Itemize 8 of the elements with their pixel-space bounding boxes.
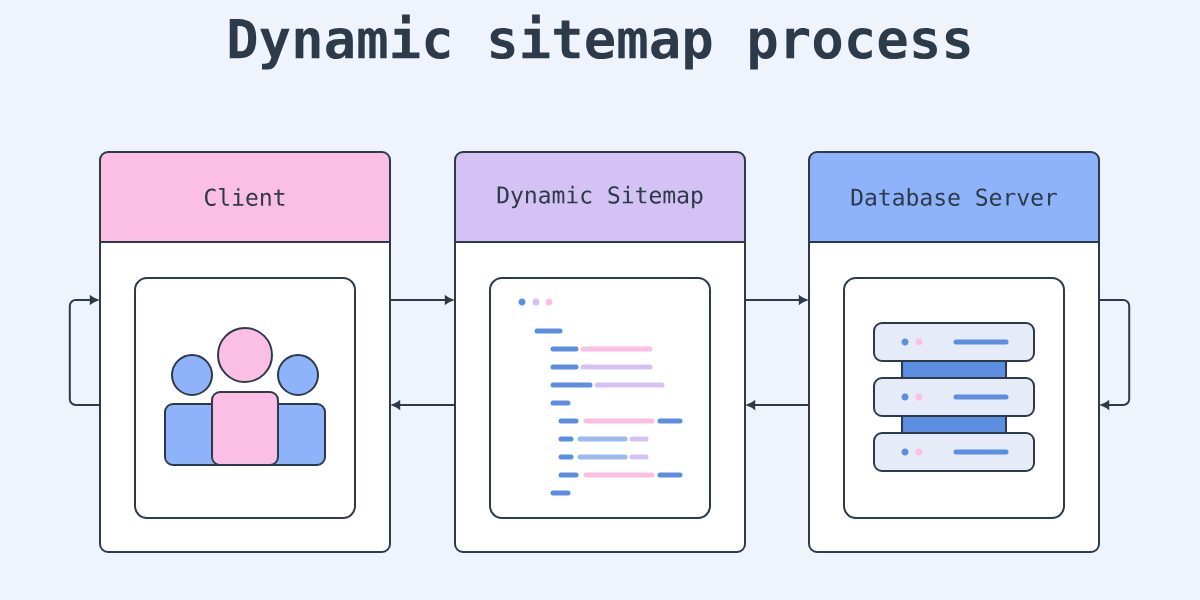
arrow	[389, 295, 453, 305]
arrow	[747, 400, 810, 410]
card: Dynamic Sitemap	[454, 151, 746, 553]
arrow	[392, 400, 456, 410]
arrow	[1098, 299, 1131, 410]
title: Dynamic sitemap process	[229, 14, 970, 70]
arrow	[744, 295, 807, 305]
arrow	[68, 295, 101, 406]
